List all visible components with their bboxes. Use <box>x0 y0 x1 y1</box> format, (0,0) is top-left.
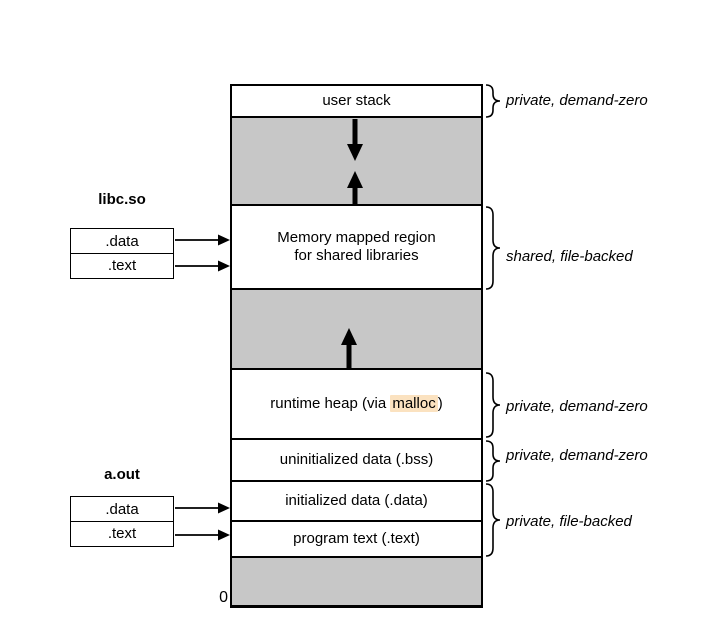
annotation-bss: private, demand-zero <box>506 447 648 464</box>
region-gap-bottom <box>232 558 481 605</box>
region-bss: uninitialized data (.bss) <box>232 440 481 482</box>
aout-text-pointer-arrow-icon <box>175 529 230 541</box>
aout-data-pointer-arrow-icon <box>175 502 230 514</box>
region-gap-stack-growth <box>232 118 481 206</box>
annotation-user-stack: private, demand-zero <box>506 92 648 109</box>
region-user-stack-label: user stack <box>322 92 391 109</box>
libc-title: libc.so <box>98 191 146 208</box>
aout-sections: .data .text <box>70 496 174 547</box>
brace-bss-icon <box>485 440 501 482</box>
brace-heap-icon <box>485 372 501 438</box>
heap-label-suffix: ) <box>437 395 443 412</box>
region-gap-heap-growth <box>232 290 481 370</box>
region-program-text-label: program text (.text) <box>293 530 420 547</box>
address-space-column: user stack Memory mapped region for shar… <box>230 84 483 608</box>
region-runtime-heap-label: runtime heap (via malloc) <box>270 395 443 413</box>
brace-user-stack-icon <box>485 84 501 118</box>
malloc-highlight: malloc <box>390 395 438 412</box>
region-program-text: program text (.text) <box>232 522 481 558</box>
brace-data-text-icon <box>485 483 501 557</box>
address-origin-label: 0 <box>219 589 228 606</box>
brace-mmap-icon <box>485 206 501 290</box>
region-user-stack: user stack <box>232 86 481 118</box>
region-memory-mapped: Memory mapped region for shared librarie… <box>232 206 481 290</box>
libc-section-text: .text <box>70 252 174 279</box>
libc-sections: .data .text <box>70 228 174 279</box>
libc-section-data: .data <box>70 228 174 254</box>
annotation-heap: private, demand-zero <box>506 398 648 415</box>
annotation-data-text: private, file-backed <box>506 513 632 530</box>
region-bss-label: uninitialized data (.bss) <box>279 451 434 468</box>
annotation-mmap: shared, file-backed <box>506 248 633 265</box>
aout-section-text: .text <box>70 520 174 547</box>
region-initialized-data: initialized data (.data) <box>232 482 481 522</box>
aout-title: a.out <box>104 466 140 483</box>
heap-label-prefix: runtime heap (via <box>270 395 391 412</box>
libc-data-pointer-arrow-icon <box>175 234 230 246</box>
aout-section-data: .data <box>70 496 174 522</box>
region-memory-mapped-label: Memory mapped region for shared librarie… <box>277 229 436 264</box>
region-initialized-data-label: initialized data (.data) <box>285 492 428 509</box>
libc-text-pointer-arrow-icon <box>175 260 230 272</box>
region-runtime-heap: runtime heap (via malloc) <box>232 370 481 440</box>
